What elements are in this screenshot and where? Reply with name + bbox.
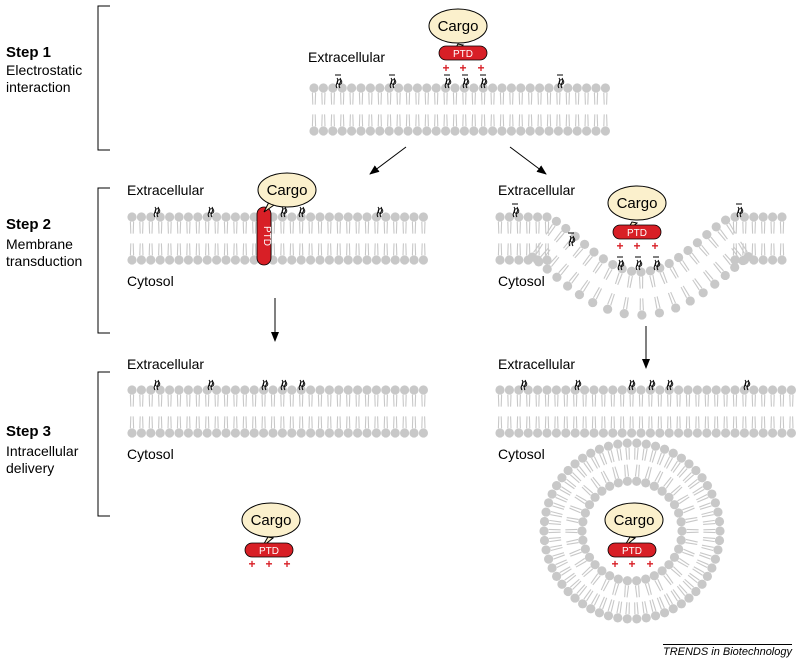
receptor-icon (462, 74, 470, 89)
step1-bracket (97, 5, 110, 151)
cargo-ptd-step2-right: Cargo PTD + + + (607, 185, 667, 253)
step1-description: Electrostatic interaction (6, 62, 83, 95)
step3-title: Step 3 (6, 423, 52, 440)
receptor-icon (298, 379, 306, 391)
receptor-icon (444, 74, 452, 89)
cytosol-label: Cytosol (127, 446, 174, 462)
plus-charge: + (611, 557, 618, 571)
receptor-icon (666, 379, 674, 391)
receptor-icon (335, 74, 343, 89)
cargo-label: Cargo (617, 195, 658, 212)
ptd-label: PTD (627, 228, 647, 239)
receptor-icon (520, 379, 528, 391)
cargo-bubble (607, 185, 667, 221)
journal-credit: TRENDS in Biotechnology (662, 644, 792, 658)
membrane-step2-left (127, 212, 428, 265)
cargo-bubble (241, 502, 301, 538)
plus-charge: + (459, 61, 466, 75)
cargo-ptd-step3-left: Cargo PTD + + + (241, 502, 301, 571)
extracellular-label: Extracellular (308, 49, 386, 65)
ptd-label: PTD (622, 546, 642, 557)
endosome-vesicle (539, 438, 725, 624)
receptor-icon (648, 379, 656, 391)
step3-description: Intracellular delivery (6, 443, 79, 476)
ptd-label: PTD (259, 546, 279, 557)
membrane-receptors (153, 74, 751, 391)
arrow-step1-to-left (369, 146, 407, 175)
ptd-label: PTD (261, 226, 272, 246)
step2-title: Step 2 (6, 216, 52, 233)
arrow-step1-to-right (509, 146, 547, 175)
cytosol-label: Cytosol (498, 273, 545, 289)
cargo-bubble (428, 8, 488, 44)
ptd-domain (244, 542, 294, 558)
receptor-icon (628, 379, 636, 391)
membrane-step1 (309, 83, 611, 136)
plus-charge: + (477, 61, 484, 75)
ptd-domain (607, 542, 657, 558)
plus-charge: + (646, 557, 653, 571)
receptor-icon (653, 256, 661, 271)
cargo-label: Cargo (251, 512, 292, 529)
cargo-label: Cargo (614, 512, 655, 529)
receptor-icon (574, 379, 582, 391)
receptor-icon (557, 74, 565, 89)
membrane-step3-left (127, 385, 428, 438)
plus-charge: + (283, 557, 290, 571)
plus-charge: + (651, 239, 658, 253)
step3-bracket (97, 371, 110, 517)
cargo-label: Cargo (267, 182, 308, 199)
receptor-icon (635, 256, 643, 271)
receptor-icon (568, 232, 576, 247)
step1-title: Step 1 (6, 44, 52, 61)
receptor-icon (153, 206, 161, 218)
ptd-domain (612, 224, 662, 240)
ptd-label: PTD (453, 49, 473, 60)
receptor-icon (389, 74, 397, 89)
extracellular-label: Extracellular (127, 182, 205, 198)
membrane-step3-right (495, 385, 797, 438)
receptor-icon (153, 379, 161, 391)
cargo-bubble (604, 502, 664, 538)
plus-charge: + (248, 557, 255, 571)
plus-charge: + (265, 557, 272, 571)
cytosol-label: Cytosol (498, 446, 545, 462)
receptor-icon (207, 206, 215, 218)
receptor-icon (736, 203, 744, 218)
extracellular-label: Extracellular (127, 356, 205, 372)
membrane-step2-right-curved (495, 212, 787, 320)
receptor-icon (376, 206, 384, 218)
receptor-icon (207, 379, 215, 391)
receptor-icon (743, 379, 751, 391)
receptor-icon (617, 256, 625, 271)
receptor-icon (512, 203, 520, 218)
plus-charge: + (442, 61, 449, 75)
plus-charge: + (633, 239, 640, 253)
receptor-icon (480, 74, 488, 89)
ptd-domain-inserted (256, 206, 272, 266)
receptor-icon (280, 206, 288, 218)
extracellular-label: Extracellular (498, 356, 576, 372)
receptor-icon (280, 379, 288, 391)
cargo-label: Cargo (438, 18, 479, 35)
receptor-icon (298, 206, 306, 218)
cargo-ptd-step1: Cargo PTD + + + (428, 8, 488, 75)
plus-charge: + (628, 557, 635, 571)
step2-bracket (97, 187, 110, 334)
cargo-ptd-step3-vesicle: Cargo PTD + + + (604, 502, 664, 571)
cargo-bubble (257, 172, 317, 208)
step2-description: Membrane transduction (6, 236, 83, 269)
cargo-ptd-step2-left: PTD Cargo (256, 172, 317, 266)
ptd-domain (438, 45, 488, 61)
cytosol-label: Cytosol (127, 273, 174, 289)
plus-charge: + (616, 239, 623, 253)
receptor-icon (261, 379, 269, 391)
extracellular-label: Extracellular (498, 182, 576, 198)
